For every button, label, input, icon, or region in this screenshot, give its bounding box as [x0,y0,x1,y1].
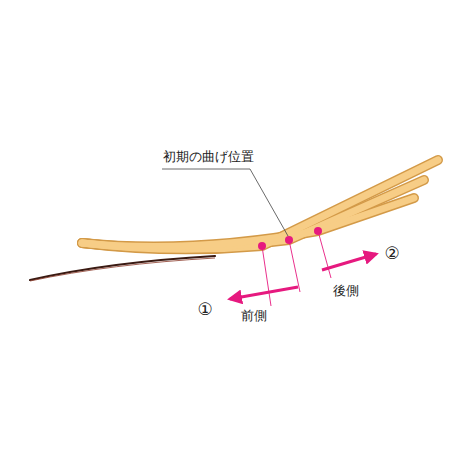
direction-label: 前側 [241,309,267,323]
bend-dot [285,236,293,244]
extension-lash [82,180,424,248]
callout-number: ① [197,300,212,319]
guide-line [318,231,331,278]
natural-lash [30,256,215,280]
bend-dot [258,242,266,250]
guide-line [262,246,271,306]
callout-label: 初期の曲げ位置 [163,150,254,164]
extension-lash [82,160,438,249]
callout-number: ② [384,244,399,263]
natural-lash-shade [30,258,215,281]
direction-arrow [322,254,376,270]
direction-label: 後側 [333,284,359,298]
leader-line [162,169,288,236]
direction-arrow [230,287,298,299]
bend-dot [314,227,322,235]
guide-line [289,240,300,292]
extension-lash [82,198,414,247]
extension-lash-outline [82,160,438,249]
